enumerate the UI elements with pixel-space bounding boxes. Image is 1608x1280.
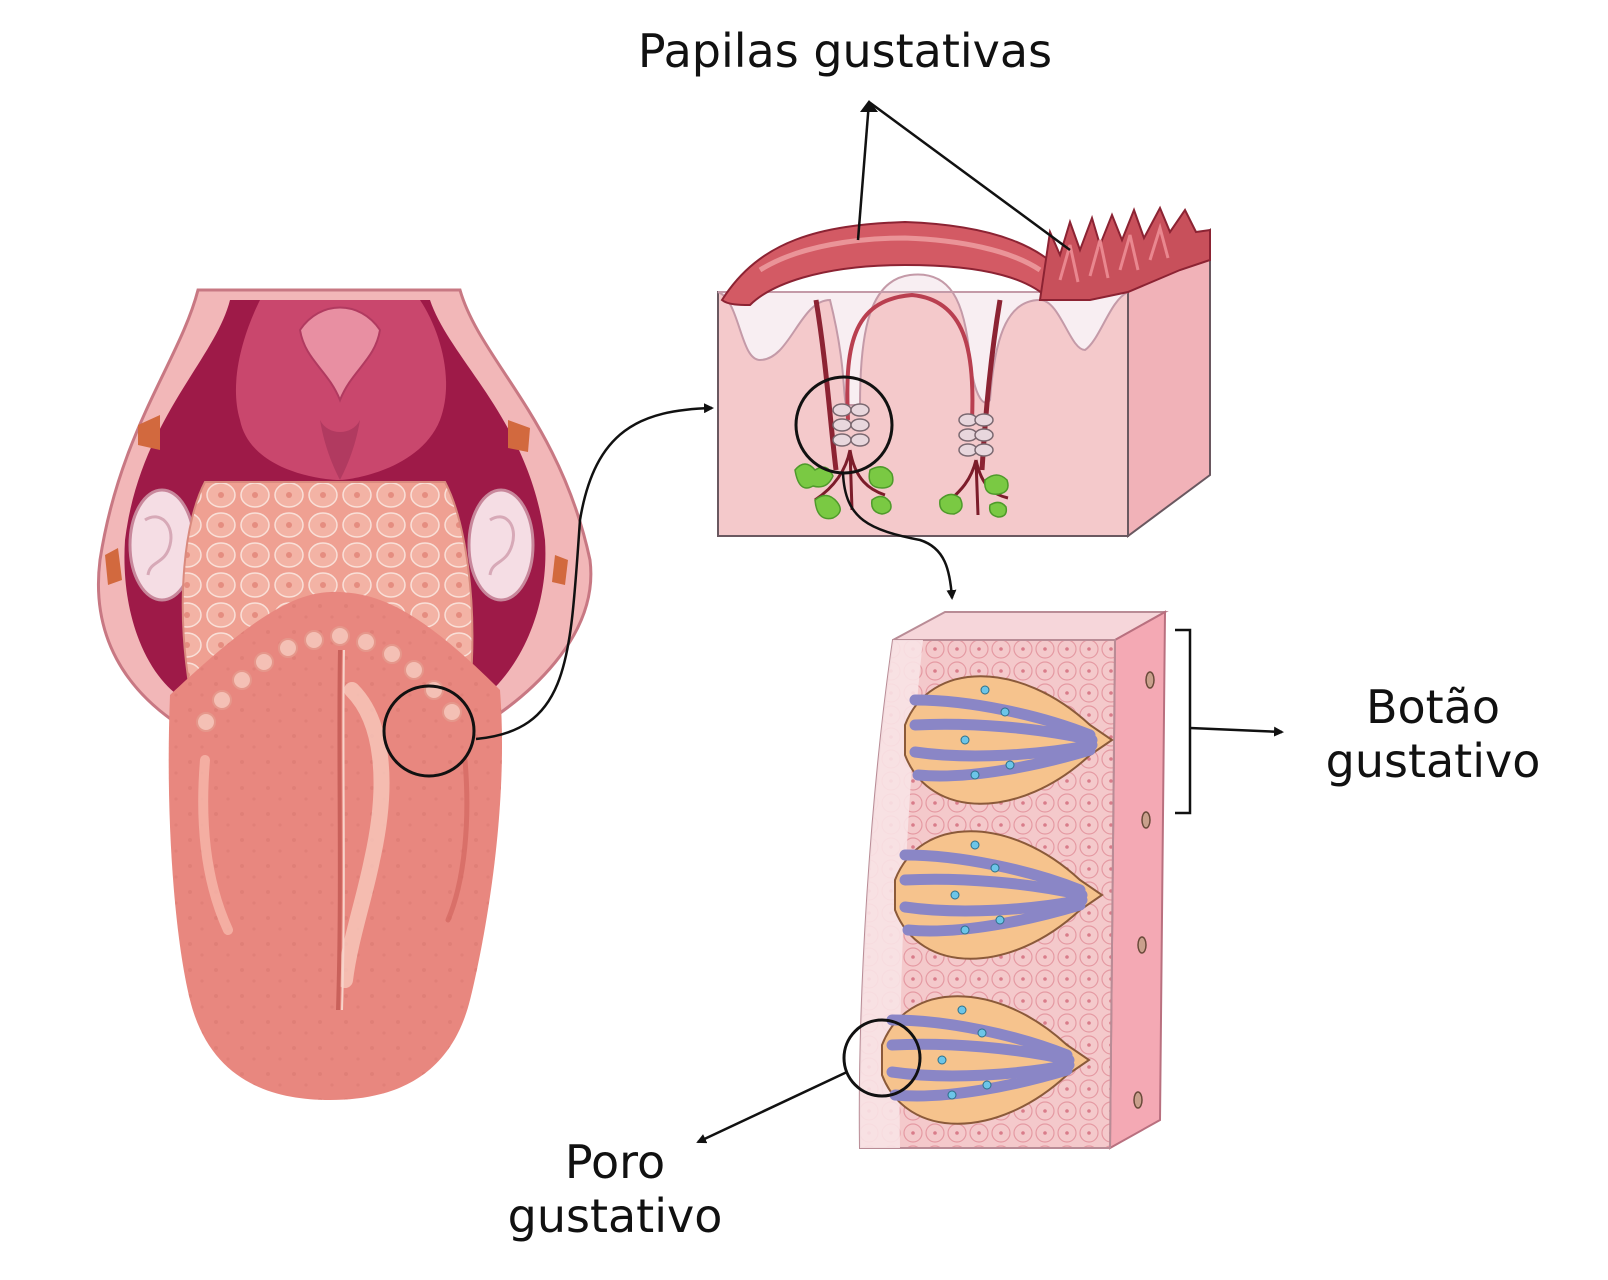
label-poro-line1: Poro — [564, 1135, 666, 1189]
taste-bud-3 — [881, 995, 1091, 1125]
label-botao-gustativo: Botão gustativo — [1288, 680, 1578, 789]
tongue-illustration — [97, 288, 593, 1100]
arrow-papilas-right — [868, 100, 1071, 252]
taste-bud-block-illustration — [858, 610, 1169, 1150]
arrow-papillae-to-buds — [841, 472, 957, 600]
arrow-papilas-left — [856, 101, 871, 241]
papillae-block-illustration — [717, 205, 1211, 538]
arrow-poro — [696, 1070, 848, 1144]
label-botao-line1: Botão — [1365, 680, 1501, 734]
taste-bud-1 — [904, 675, 1114, 805]
arrow-botao — [1189, 726, 1284, 737]
zoom-circle-tongue — [382, 684, 476, 778]
bracket-botao — [1175, 628, 1192, 815]
arrow-tongue-to-papillae — [475, 403, 714, 741]
label-poro-gustativo: Poro gustativo — [470, 1135, 760, 1244]
zoom-circle-poro — [842, 1018, 922, 1098]
taste-bud-2 — [894, 830, 1104, 960]
label-botao-line2: gustativo — [1325, 734, 1541, 789]
label-poro-line2: gustativo — [507, 1189, 723, 1244]
label-papilas-gustativas: Papilas gustativas — [637, 24, 1053, 78]
